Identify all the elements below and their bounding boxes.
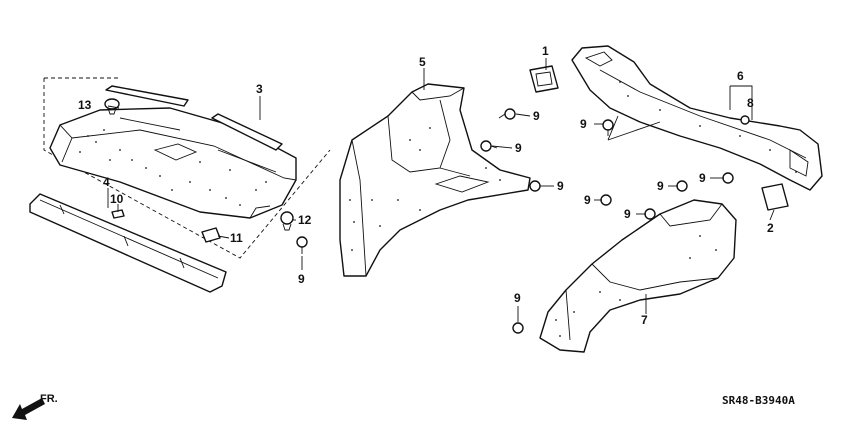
rear-shelf-group [43, 77, 331, 259]
callout-9b: 9 [515, 141, 522, 155]
front-direction-label: FR. [40, 393, 58, 405]
clip-9g[interactable] [600, 194, 612, 206]
callout-2: 2 [767, 221, 774, 235]
callout-12: 12 [298, 213, 312, 227]
clip-9d[interactable] [602, 119, 614, 136]
trunk-side-lining-left[interactable] [339, 83, 531, 277]
shelf-strip-front [105, 85, 189, 107]
callout-1: 1 [542, 44, 549, 58]
callout-6: 6 [737, 69, 744, 83]
clip-10[interactable] [111, 209, 125, 219]
rear-sill-garnish[interactable] [29, 193, 227, 293]
clip-9f[interactable] [722, 172, 734, 184]
clip-8[interactable] [740, 115, 750, 125]
clip-12[interactable] [280, 211, 294, 231]
callout-9g: 9 [584, 193, 591, 207]
callout-9d: 9 [580, 117, 587, 131]
callout-9c: 9 [557, 179, 564, 193]
callout-7: 7 [641, 313, 648, 327]
clip-9j[interactable] [512, 322, 524, 334]
callout-4: 4 [103, 175, 110, 189]
diagram-code: SR48-B3940A [722, 394, 795, 407]
leader-lines [107, 58, 775, 322]
trunk-side-lining-right[interactable] [539, 199, 737, 353]
callout-9j: 9 [514, 291, 521, 305]
trunk-end-lining[interactable] [571, 45, 823, 191]
callout-labels: 1 2 3 4 5 6 7 8 10 11 12 13 9 9 9 9 9 9 … [78, 44, 774, 327]
callout-9e: 9 [657, 179, 664, 193]
rear-shelf[interactable] [49, 107, 297, 219]
clip-11[interactable] [201, 227, 221, 243]
front-arrow-icon [12, 398, 45, 420]
callout-9h: 9 [624, 207, 631, 221]
clip-9h[interactable] [644, 208, 656, 220]
callout-5: 5 [419, 55, 426, 69]
callout-10: 10 [110, 192, 124, 206]
callout-3: 3 [256, 82, 263, 96]
cover-2[interactable] [761, 183, 789, 211]
callout-9i: 9 [298, 272, 305, 286]
front-direction-indicator: FR. [12, 393, 58, 420]
clip-9a[interactable] [498, 108, 516, 120]
callout-13: 13 [78, 98, 92, 112]
callout-9a: 9 [533, 109, 540, 123]
cover-1[interactable] [529, 65, 559, 93]
clip-9c[interactable] [529, 180, 541, 192]
callout-11: 11 [230, 231, 243, 245]
callout-9f: 9 [699, 171, 706, 185]
clip-9i[interactable] [296, 236, 308, 254]
shelf-strip-rear [211, 113, 283, 151]
callout-8: 8 [747, 96, 754, 110]
clip-9e[interactable] [676, 180, 688, 192]
clip-9b[interactable] [480, 140, 498, 152]
